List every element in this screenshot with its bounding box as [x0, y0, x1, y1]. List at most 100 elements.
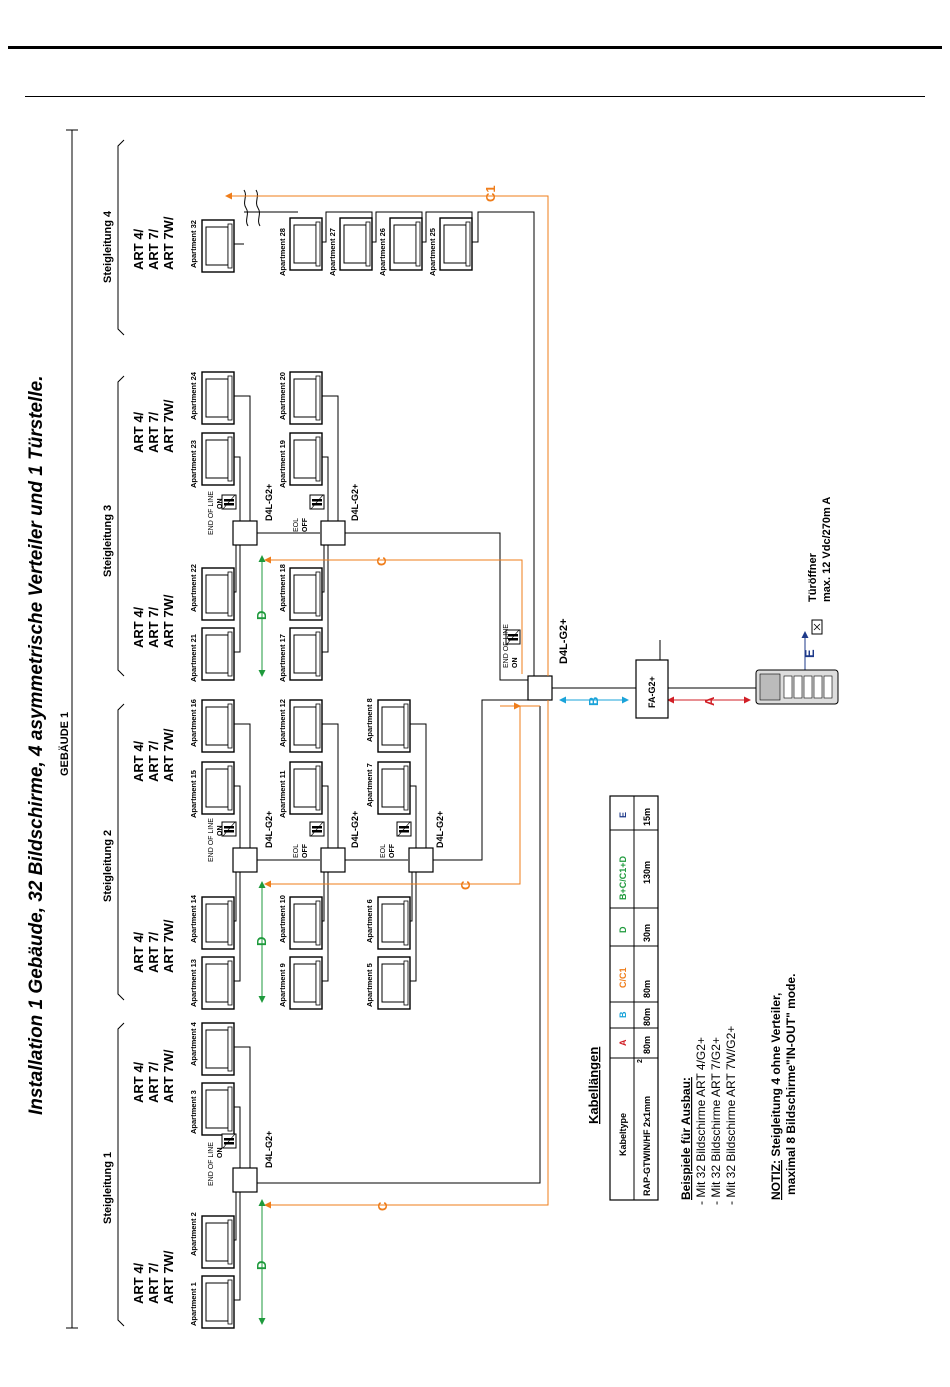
monitor-apt-12 [289, 699, 323, 753]
svg-text:ART 7W/: ART 7W/ [161, 399, 176, 453]
svg-text:ART 7W/: ART 7W/ [161, 1049, 176, 1103]
art-label-r2b: ART 4/ ART 7/ ART 7W/ [131, 728, 176, 782]
monitor-apt-4 [201, 1022, 235, 1076]
bus-wiring [234, 211, 760, 1301]
svg-text:Apartment 11: Apartment 11 [278, 770, 287, 818]
distributor-riser2-c [408, 847, 434, 873]
svg-text:ART 4/: ART 4/ [131, 1061, 146, 1103]
table-header-type: Kabeltype [618, 1113, 628, 1156]
svg-text:D4L-G2+: D4L-G2+ [264, 1131, 274, 1168]
svg-text:END OF LINE: END OF LINE [208, 818, 215, 862]
svg-text:ON: ON [217, 826, 224, 837]
monitor-apt-18 [289, 567, 323, 621]
svg-text:EOL: EOL [380, 844, 387, 858]
example-line-1: - Mit 32 Bildschirme ART 4/G2+ [694, 1037, 708, 1205]
svg-text:Apartment 22: Apartment 22 [189, 564, 198, 612]
svg-text:Apartment 27: Apartment 27 [328, 228, 337, 276]
svg-text:ART 4/: ART 4/ [131, 606, 146, 648]
example-line-3: - Mit 32 Bildschirme ART 7W/G2+ [724, 1026, 738, 1205]
monitor-apt-32 [201, 219, 235, 273]
table-header-bcd: B+C/C1+D [618, 855, 628, 900]
dip-switch-icon [221, 1133, 237, 1149]
monitor-apt-19 [289, 432, 323, 486]
building-bracket [66, 129, 78, 1329]
svg-text:Apartment 32: Apartment 32 [189, 220, 198, 268]
svg-text:Apartment 15: Apartment 15 [189, 770, 198, 818]
svg-text:D4L-G2+: D4L-G2+ [350, 811, 360, 848]
table-row-type-sup: 2 [637, 1059, 644, 1063]
table-header-c: C/C1 [618, 967, 628, 988]
monitor-apt-10 [289, 896, 323, 950]
table-value-e: 15m [642, 808, 652, 826]
monitor-apt-9 [289, 956, 323, 1010]
monitor-apt-13 [201, 956, 235, 1010]
door-panel-icon [755, 669, 839, 705]
svg-text:EOL: EOL [293, 518, 300, 532]
top-rule [8, 46, 942, 49]
power-supply-label: FA-G2+ [647, 676, 657, 708]
distributor-riser3-b [320, 520, 346, 546]
cable-label-a: A [702, 696, 717, 706]
door-opener-icon [811, 619, 823, 635]
distributor-riser2-a [232, 847, 258, 873]
monitor-apt-24 [201, 371, 235, 425]
svg-text:ON: ON [217, 499, 224, 510]
svg-text:ART 7/: ART 7/ [146, 228, 161, 270]
svg-text:ART 7W/: ART 7W/ [161, 919, 176, 973]
svg-text:ON: ON [512, 658, 519, 669]
power-supply-box [635, 659, 669, 719]
monitor-apt-23 [201, 432, 235, 486]
art-label-r3a: ART 4/ ART 7/ ART 7W/ [131, 594, 176, 648]
table-header-a: A [618, 1039, 628, 1046]
dip-switch-icon [221, 494, 237, 510]
svg-text:Apartment 4: Apartment 4 [189, 1021, 198, 1066]
cable-label-d: D [254, 937, 269, 946]
table-value-d: 30m [642, 924, 652, 942]
riser-label-2: Steigleitung 2 [102, 830, 114, 902]
svg-text:Apartment 20: Apartment 20 [278, 372, 287, 420]
table-value-c: 80m [642, 980, 652, 998]
page-title: Installation 1 Gebäude, 32 Bildschirme, … [26, 375, 47, 1115]
svg-text:D4L-G2+: D4L-G2+ [435, 811, 445, 848]
svg-text:Apartment 25: Apartment 25 [428, 228, 437, 276]
svg-text:Apartment 9: Apartment 9 [278, 963, 287, 1007]
svg-text:Apartment 23: Apartment 23 [189, 440, 198, 488]
svg-text:Apartment 14: Apartment 14 [189, 894, 198, 943]
table-header-b: B [618, 1011, 628, 1018]
monitor-apt-26 [389, 217, 423, 271]
svg-text:OFF: OFF [302, 517, 309, 532]
header-rule [25, 96, 925, 97]
svg-text:Apartment 13: Apartment 13 [189, 959, 198, 1007]
distributor-riser1 [232, 1167, 258, 1193]
cable-label-d: D [254, 611, 269, 620]
svg-text:Apartment 2: Apartment 2 [189, 1212, 198, 1256]
riser-label-4: Steigleitung 4 [102, 210, 114, 283]
riser-label-1: Steigleitung 1 [102, 1152, 114, 1224]
svg-text:D4L-G2+: D4L-G2+ [350, 484, 360, 521]
svg-text:Apartment 1: Apartment 1 [189, 1282, 198, 1326]
monitor-apt-1 [201, 1275, 235, 1329]
monitor-apt-27 [339, 217, 373, 271]
art-label-r1b: ART 4/ ART 7/ ART 7W/ [131, 1049, 176, 1103]
svg-text:ART 4/: ART 4/ [131, 931, 146, 973]
cable-label-c: C [458, 880, 473, 890]
svg-text:OFF: OFF [302, 843, 309, 858]
svg-text:D4L-G2+: D4L-G2+ [264, 484, 274, 521]
svg-text:Apartment 8: Apartment 8 [365, 698, 374, 742]
svg-text:ART 7/: ART 7/ [146, 931, 161, 973]
monitor-apt-5 [377, 956, 411, 1010]
monitor-apt-3 [201, 1082, 235, 1136]
svg-text:D4L-G2+: D4L-G2+ [558, 618, 570, 664]
svg-text:ART 4/: ART 4/ [131, 411, 146, 453]
monitor-apt-16 [201, 699, 235, 753]
art-label-r4: ART 4/ ART 7/ ART 7W/ [131, 216, 176, 270]
svg-text:ART 4/: ART 4/ [131, 228, 146, 270]
art-label-r2a: ART 4/ ART 7/ ART 7W/ [131, 919, 176, 973]
cable-label-e: E [802, 649, 817, 658]
monitor-apt-15 [201, 761, 235, 815]
cable-label-b: B [586, 697, 601, 706]
svg-text:EOL: EOL [293, 844, 300, 858]
svg-text:Apartment 24: Apartment 24 [189, 371, 198, 420]
monitor-apt-11 [289, 761, 323, 815]
